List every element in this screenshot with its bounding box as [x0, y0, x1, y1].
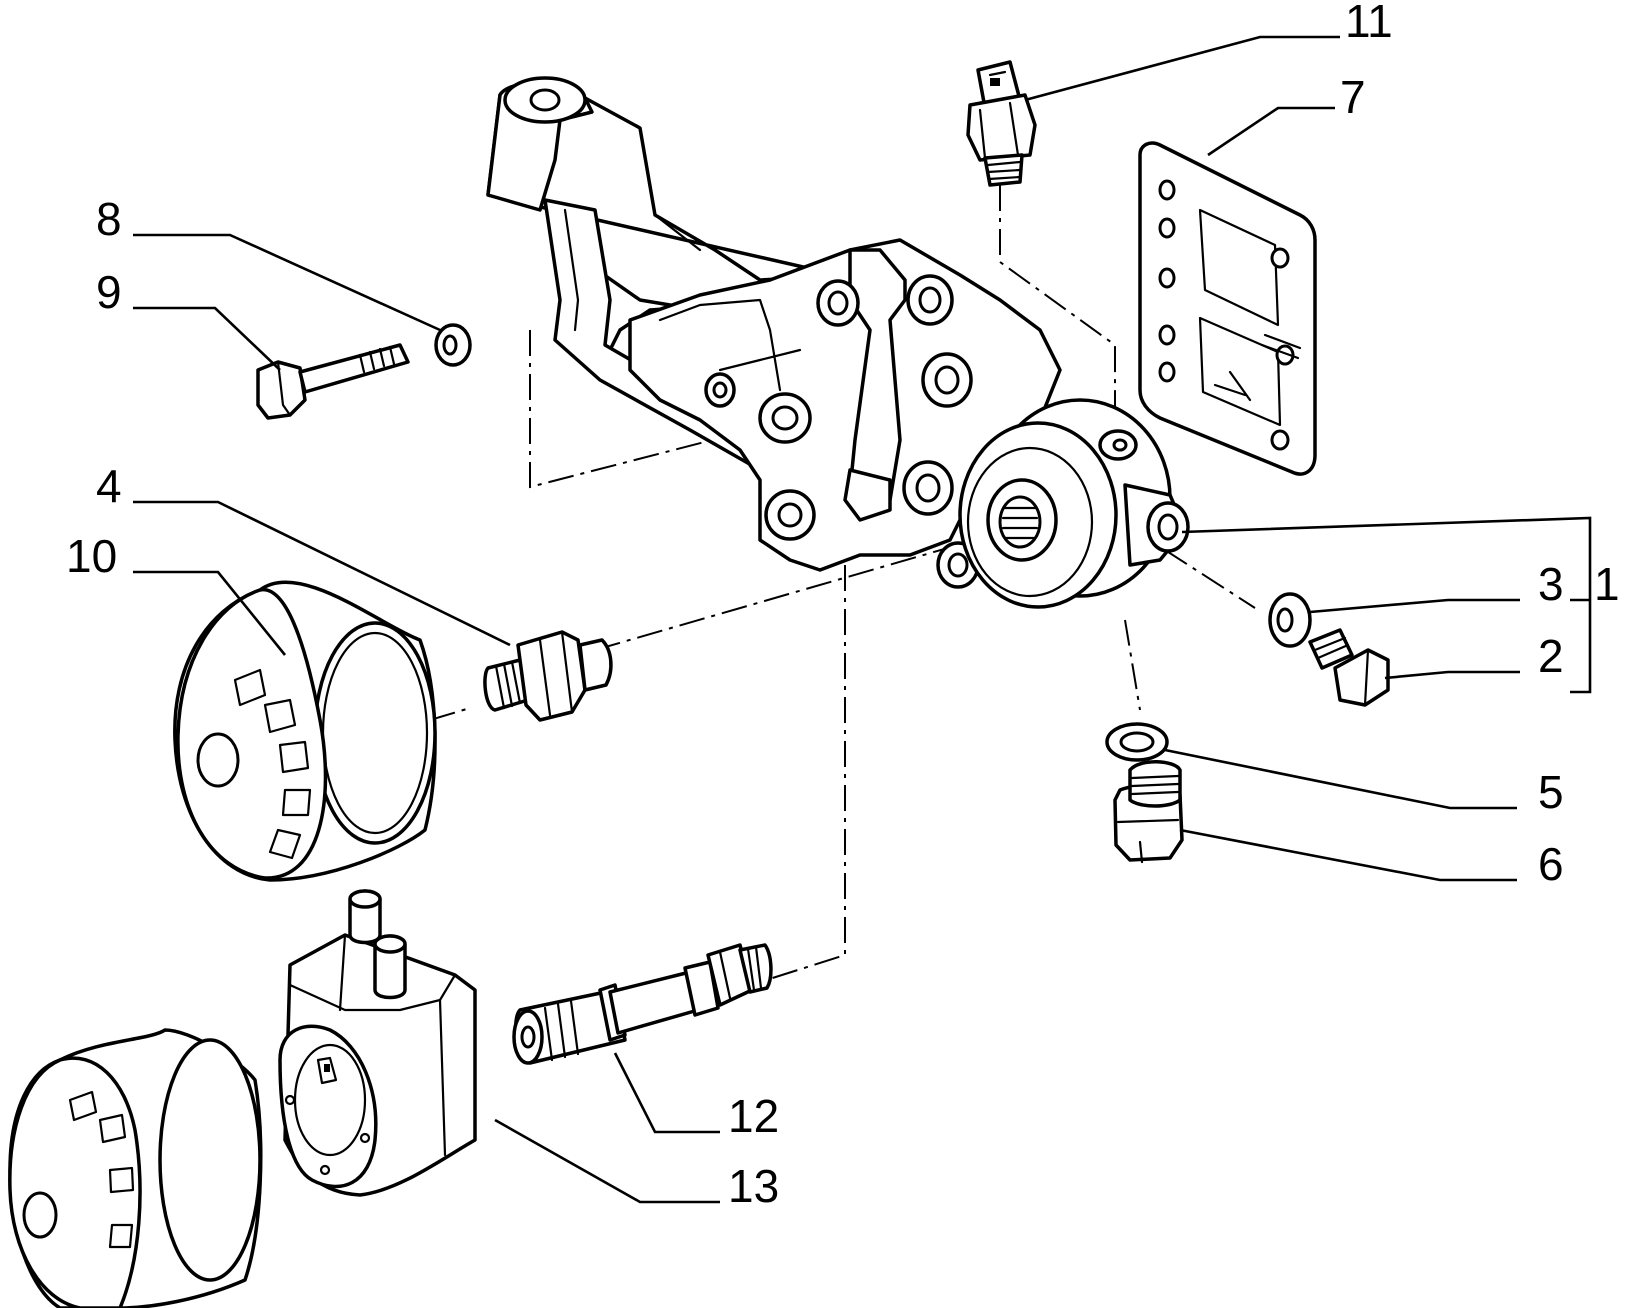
- callout-1: 1: [1594, 558, 1620, 610]
- part-10-oil-filter: [173, 580, 437, 882]
- part-8-washer: [434, 323, 472, 367]
- part-6-drain-plug: [1113, 760, 1184, 864]
- callout-labels: 1 2 3 4 5 6 7 8 9 10 11 12 13: [66, 0, 1620, 1212]
- callout-4: 4: [96, 460, 122, 512]
- part-7-gasket: [1138, 141, 1317, 476]
- callout-5: 5: [1538, 766, 1564, 818]
- part-3-washer: [1268, 592, 1312, 648]
- callout-9: 9: [96, 266, 122, 318]
- leader-lines: [133, 35, 1592, 1204]
- oil-filter-lower: [8, 1028, 263, 1308]
- part-13-oil-cooler: [278, 889, 477, 1197]
- callout-8: 8: [96, 193, 122, 245]
- oil-filter-support-bracket: [486, 76, 1190, 609]
- callout-12: 12: [728, 1090, 779, 1142]
- callout-6: 6: [1538, 838, 1564, 890]
- callout-2: 2: [1538, 630, 1564, 682]
- callout-11: 11: [1345, 0, 1393, 47]
- callout-7: 7: [1340, 71, 1366, 123]
- part-9-bolt: [256, 343, 410, 420]
- assembly-axes: [429, 185, 1256, 983]
- part-5-washer: [1105, 722, 1169, 762]
- callout-3: 3: [1538, 558, 1564, 610]
- part-11-oil-pressure-switch: [966, 60, 1037, 187]
- callout-13: 13: [728, 1160, 779, 1212]
- part-4-threaded-nipple: [483, 630, 613, 722]
- part-12-center-bolt: [512, 943, 773, 1065]
- callout-10: 10: [66, 530, 117, 582]
- part-2-banjo-bolt: [1308, 628, 1390, 707]
